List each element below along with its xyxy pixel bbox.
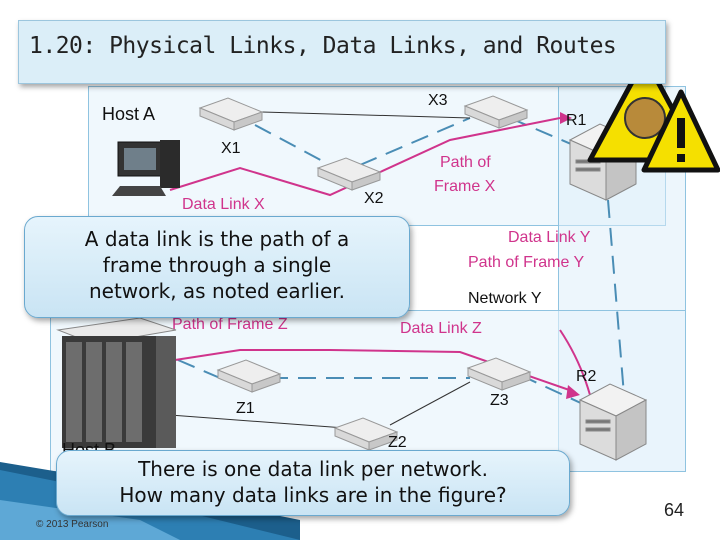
switch-z1-label: Z1 — [236, 400, 255, 417]
host-b-server-shape — [56, 317, 177, 448]
top-callout-line-2: frame through a single — [102, 253, 332, 277]
link-hostb-z1 — [177, 359, 221, 379]
slide-title-box: 1.20: Physical Links, Data Links, and Ro… — [18, 20, 666, 84]
frame-z-arrow-head — [566, 385, 580, 399]
link-x2-x3 — [359, 117, 471, 166]
switch-z1-shape — [216, 359, 282, 393]
switch-x2-shape — [316, 157, 382, 191]
link-z3-r2 — [519, 374, 586, 406]
switch-x1-label: X1 — [221, 140, 241, 157]
data-link-y-label: Data Link Y — [508, 229, 591, 246]
bottom-callout: There is one data link per network. How … — [56, 450, 570, 516]
data-link-x-label: Data Link X — [182, 196, 265, 213]
link-x1-x2 — [254, 124, 331, 166]
bottom-callout-line-1: There is one data link per network. — [138, 457, 488, 481]
host-a-label: Host A — [102, 104, 156, 124]
switch-z2-shape — [333, 417, 399, 451]
bottom-callout-line-2: How many data links are in the figure? — [119, 483, 507, 507]
link-z2-z3 — [389, 381, 471, 426]
copyright-text: © 2013 Pearson — [36, 519, 109, 530]
path-frame-z-label: Path of Frame Z — [172, 316, 288, 333]
router-r2-shape — [578, 383, 648, 461]
path-frame-x-label-1: Path of — [440, 154, 491, 171]
router-r1-label: R1 — [566, 112, 587, 129]
frame-x-arrow-head — [560, 112, 572, 124]
top-callout: A data link is the path of a frame throu… — [24, 216, 410, 318]
network-y-label: Network Y — [468, 290, 542, 307]
path-frame-x — [169, 117, 561, 197]
switch-x3-shape — [463, 95, 529, 129]
warning-icon — [587, 55, 720, 173]
top-callout-line-1: A data link is the path of a — [84, 227, 350, 251]
switch-z2-label: Z2 — [388, 434, 407, 451]
switch-x2-label: X2 — [364, 190, 384, 207]
path-frame-y — [559, 329, 591, 396]
link-z1-z2 — [169, 414, 346, 429]
host-a-computer-shape — [112, 140, 180, 196]
slide-title: 1.20: Physical Links, Data Links, and Ro… — [29, 33, 617, 59]
switch-x1-shape — [198, 97, 264, 131]
switch-z3-label: Z3 — [490, 392, 509, 409]
data-link-z-label: Data Link Z — [400, 320, 482, 337]
switch-x3-label: X3 — [428, 92, 448, 109]
link-r1-r2 — [607, 199, 625, 396]
page-number: 64 — [664, 500, 685, 520]
switch-z3-shape — [466, 357, 532, 391]
link-hosta-x3 — [261, 111, 471, 119]
router-r2-label: R2 — [576, 368, 597, 385]
path-frame-x-label-2: Frame X — [434, 178, 496, 195]
top-callout-line-3: network, as noted earlier. — [88, 279, 346, 303]
path-frame-y-label: Path of Frame Y — [468, 254, 585, 271]
